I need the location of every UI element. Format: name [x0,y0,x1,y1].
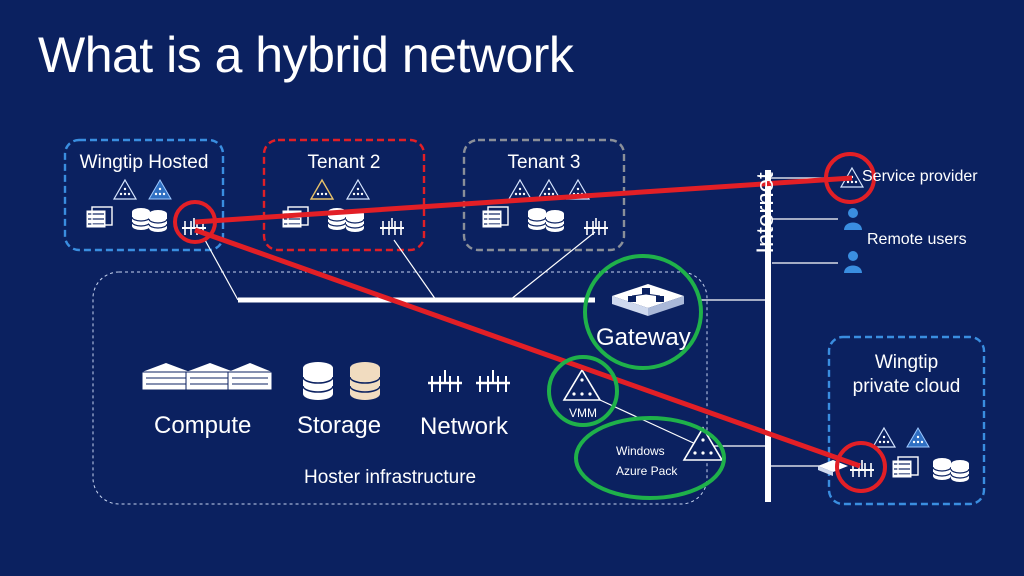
hoster-infrastructure-label: Hoster infrastructure [304,467,477,488]
gateway-device-icon [612,284,684,316]
tenant3-label: Tenant 3 [507,152,581,173]
vm-icon [872,427,896,448]
red-link-service-provider [194,175,853,225]
private-cloud-box [827,335,986,506]
link-wingtip-to-bus [204,239,239,301]
wingtip-hosted-box [63,138,225,252]
azure-pack-label-line1: Windows [616,444,665,458]
private-gateway-icon [818,460,848,476]
vm-icon [310,179,334,200]
service-provider-label: Service provider [862,168,978,185]
storage-icon [950,459,970,483]
server-icon [85,206,113,229]
vm-icon [906,427,930,448]
red-highlight-circle [824,152,876,204]
vm-icon [148,179,172,200]
storage-icon-large [302,362,381,400]
remote-user-icon [844,208,862,230]
link-vmm-azure-pack [599,399,701,447]
network-icon-large [428,370,510,392]
red-highlight-circle [835,441,887,493]
server-icon [481,206,509,229]
storage-icon [527,207,547,231]
compute-icon [141,363,273,391]
remote-users-label: Remote users [867,231,967,248]
vm-icon [508,179,532,200]
vmm-icon [562,368,602,401]
azure-pack-label-line2: Azure Pack [616,464,678,478]
storage-icon [131,207,151,231]
link-tenant3-to-bus [509,231,596,301]
internet-label: Internet [752,172,779,254]
storage-label: Storage [297,412,382,439]
remote-user-icon [844,251,862,273]
azure-pack-icon [682,426,724,461]
hoster-infrastructure-box [92,271,708,505]
storage-icon [545,209,565,233]
vmm-label: VMM [569,406,597,420]
red-highlight-circle [173,200,217,244]
green-highlight-gateway [583,254,703,370]
private-cloud-label-line1: Wingtip [874,352,939,373]
network-switch-icon [583,217,609,236]
private-cloud-label-line2: private cloud [852,376,961,397]
network-label: Network [420,413,509,440]
green-highlight-vmm [547,355,619,427]
vm-icon [346,179,370,200]
compute-label: Compute [154,412,252,439]
page-title: What is a hybrid network [38,27,574,83]
tenant3-box [462,138,626,252]
storage-icon [932,457,952,481]
server-icon [891,456,919,479]
network-switch-icon [379,217,405,236]
tenant2-label: Tenant 2 [307,152,381,173]
storage-icon [148,209,168,233]
red-link-private-cloud [194,227,861,469]
link-tenant2-to-bus [393,239,437,301]
gateway-label: Gateway [596,324,691,351]
green-highlight-azure-pack [574,416,726,500]
tenant2-box [262,138,426,252]
vm-icon [113,179,137,200]
wingtip-hosted-label: Wingtip Hosted [79,152,209,173]
